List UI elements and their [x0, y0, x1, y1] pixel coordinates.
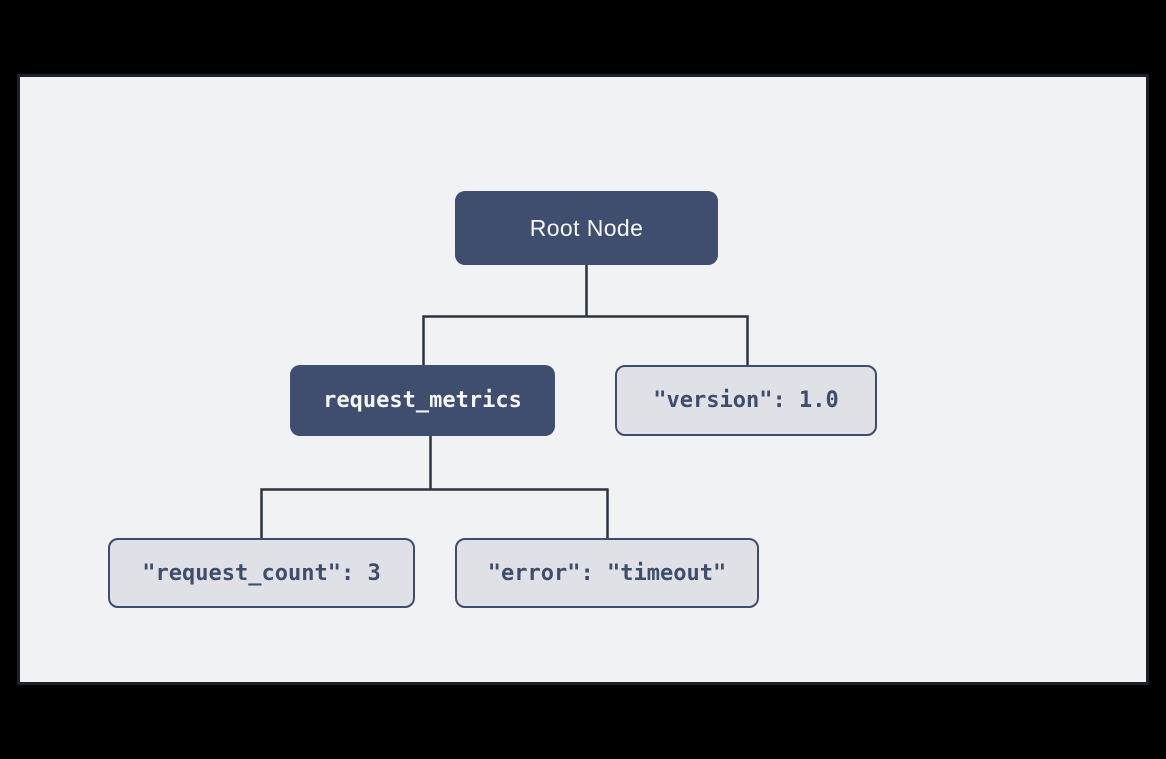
tree-node-request-count: "request_count": 3 — [108, 538, 415, 608]
tree-node-version-label: "version": 1.0 — [653, 388, 839, 413]
tree-node-root-label: Root Node — [529, 214, 644, 241]
tree-node-version: "version": 1.0 — [615, 365, 877, 436]
tree-node-root: Root Node — [455, 191, 718, 265]
tree-node-error: "error": "timeout" — [455, 538, 759, 608]
tree-node-error-label: "error": "timeout" — [487, 560, 727, 586]
tree-node-request-metrics: request_metrics — [290, 365, 555, 436]
tree-node-request-metrics-label: request_metrics — [323, 388, 522, 413]
tree-node-request-count-label: "request_count": 3 — [142, 560, 381, 586]
